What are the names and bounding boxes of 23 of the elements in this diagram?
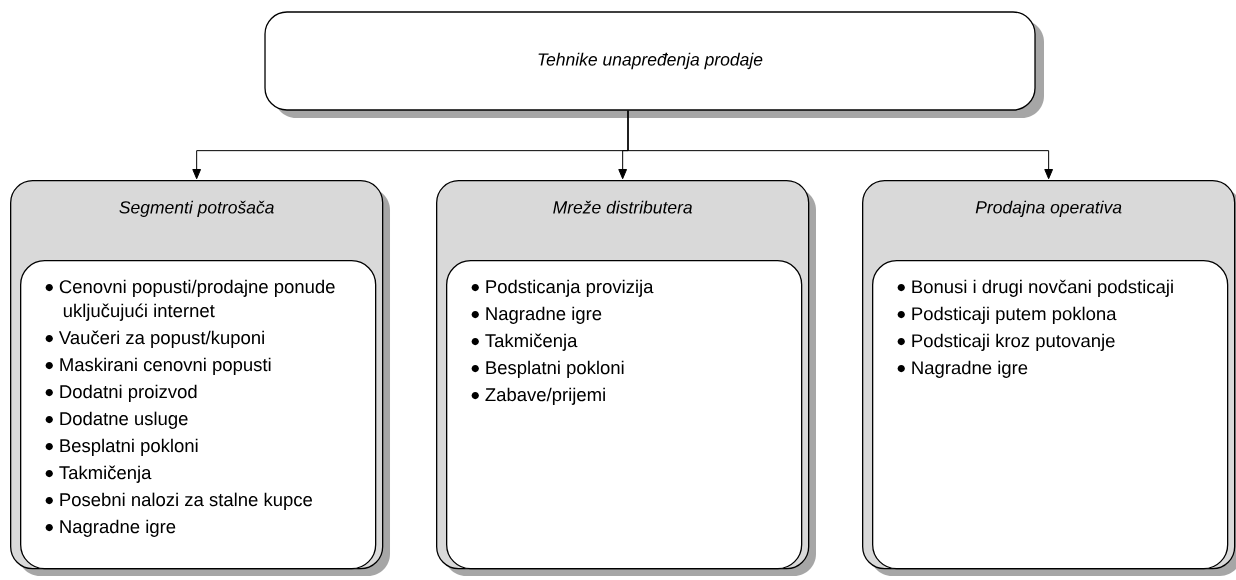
- list-item: Dodatne usluge: [45, 411, 188, 429]
- list-item: Maskirani cenovni popusti: [45, 357, 271, 375]
- list-box: [20, 260, 377, 570]
- list-item: Posebni nalozi za stalne kupce: [45, 492, 312, 510]
- list-item: Zabave/prijemi: [471, 387, 605, 405]
- list-item: Besplatni pokloni: [45, 438, 198, 456]
- list-item: Podsticaji kroz putovanje: [897, 333, 1115, 351]
- list-item: Besplatni pokloni: [471, 360, 624, 378]
- list-item: Podsticanja provizija: [471, 279, 654, 297]
- list-item: Podsticaji putem poklona: [897, 306, 1117, 324]
- list-item: Takmičenja: [471, 333, 578, 351]
- list-item: Nagradne igre: [897, 360, 1028, 378]
- arrow: [627, 110, 1054, 180]
- list-box: [446, 260, 803, 570]
- list-item: Takmičenja: [45, 465, 152, 483]
- list-item: Nagradne igre: [45, 519, 176, 537]
- list-box: [872, 260, 1229, 570]
- list-item: Cenovni popusti/prodajne ponude uključujući internet: [45, 279, 335, 321]
- list-item: Bonusi i drugi novčani podsticaji: [897, 279, 1173, 297]
- list-item: Dodatni proizvod: [45, 384, 197, 402]
- list-item: Vaučeri za popust/kuponi: [45, 330, 264, 348]
- title-box: Tehnike unapređenja prodaje: [264, 11, 1044, 118]
- list-item: Nagradne igre: [471, 306, 602, 324]
